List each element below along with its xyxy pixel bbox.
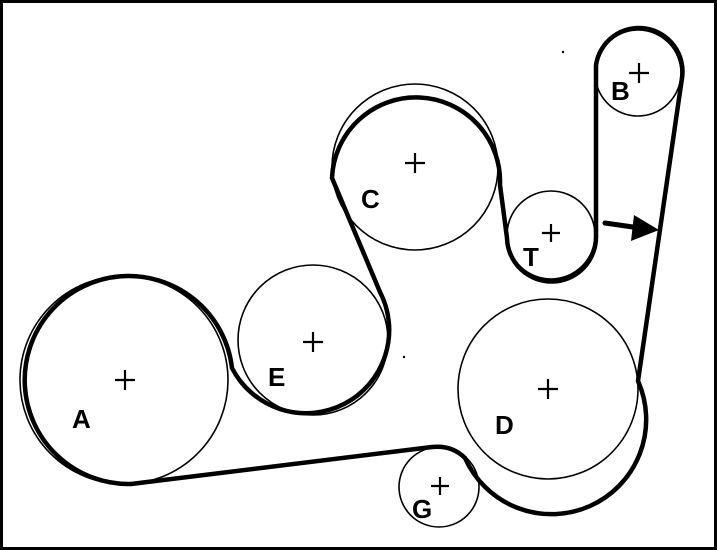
center-mark-g: [431, 477, 449, 495]
center-mark-a: [115, 370, 135, 390]
pulley-label-b: B: [611, 76, 630, 106]
rotation-direction-arrow: [602, 215, 659, 241]
pulley-label-a: A: [72, 404, 91, 434]
center-mark-e: [303, 332, 323, 352]
pulley-d: [457, 298, 639, 480]
drive-belt: [22, 25, 685, 517]
pulley-label-d: D: [495, 410, 514, 440]
pulley-label-g: G: [412, 494, 432, 524]
speck: [561, 50, 565, 54]
center-mark-d: [538, 379, 558, 399]
center-mark-c: [405, 153, 425, 173]
pulley-label-e: E: [268, 362, 285, 392]
pulley-label-t: T: [523, 242, 539, 272]
pulley-label-c: C: [361, 184, 380, 214]
center-mark-b: [629, 63, 649, 83]
speck: [402, 355, 406, 359]
center-mark-t: [542, 224, 560, 242]
